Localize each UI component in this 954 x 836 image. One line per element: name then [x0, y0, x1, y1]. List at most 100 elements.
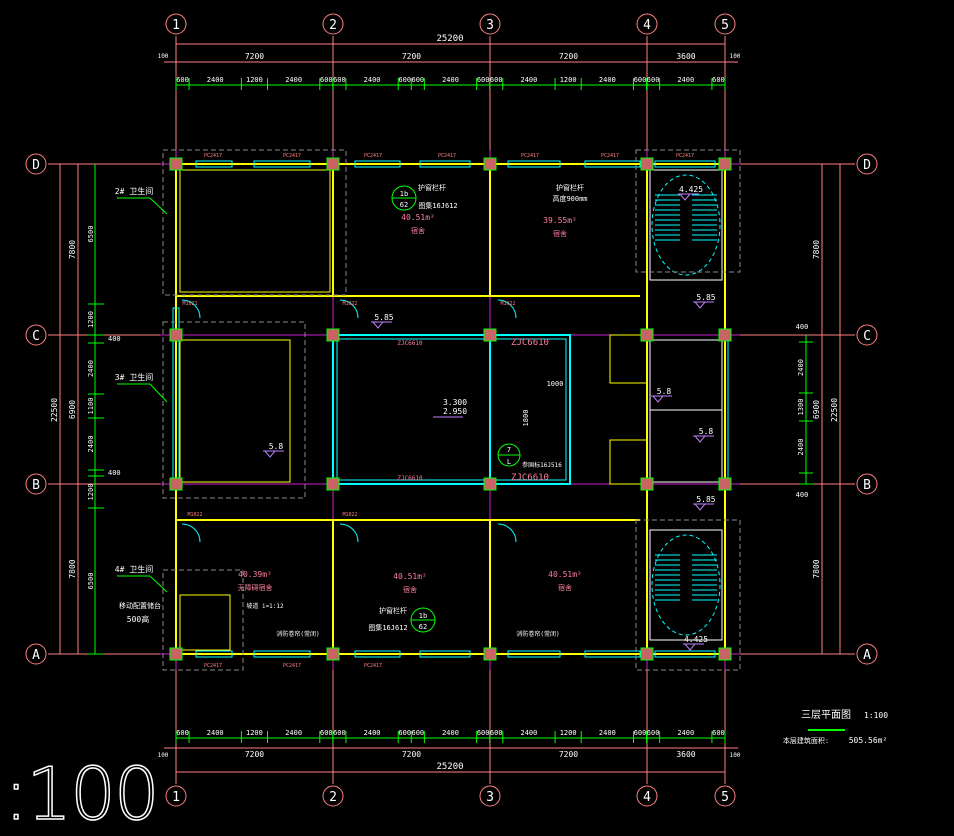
- dim-text: 3600: [676, 750, 695, 759]
- dim-text: 2400: [520, 76, 537, 84]
- elevation-mark: [263, 450, 284, 458]
- exterior-wall: [175, 163, 726, 655]
- column: [718, 328, 732, 342]
- column: [169, 647, 183, 661]
- axis-bubble: [856, 324, 878, 346]
- dim-text: 600: [477, 76, 490, 84]
- note-text: 3# 卫生间: [115, 372, 153, 382]
- column: [483, 157, 497, 171]
- room-area: 40.51m²: [393, 572, 427, 581]
- dim-text: 7800: [68, 559, 77, 578]
- index-text: 1b: [419, 612, 427, 620]
- dim-text: 7200: [245, 52, 264, 61]
- window-label: PC2417: [364, 153, 382, 159]
- column: [326, 477, 340, 491]
- elevation-text: 4.425: [679, 185, 703, 194]
- axis-bubble: [322, 785, 344, 807]
- room: [649, 339, 723, 411]
- column: [483, 647, 497, 661]
- dim-text: 25200: [436, 762, 463, 772]
- window-label: ZJC6610: [397, 475, 423, 482]
- dim-text: 22500: [830, 398, 839, 422]
- window-label: PC2417: [204, 663, 222, 669]
- dim-text: 2400: [520, 729, 537, 737]
- dim-text: 2400: [285, 729, 302, 737]
- elevation-mark: [651, 395, 672, 403]
- dim-text: 6500: [87, 573, 95, 590]
- index-text: 1b: [400, 190, 408, 198]
- room-area: 40.51m²: [548, 570, 582, 579]
- dim-text: 600: [333, 729, 346, 737]
- dim-text: 7200: [559, 52, 578, 61]
- dim-text: 100: [158, 53, 169, 60]
- elevation-mark: [678, 193, 699, 201]
- dim-text: 600: [634, 76, 647, 84]
- axis-label: 4: [643, 18, 651, 33]
- dim-text: 600: [320, 76, 333, 84]
- window: [253, 650, 311, 658]
- column: [640, 647, 654, 661]
- axis-label: B: [863, 478, 871, 493]
- column: [326, 328, 340, 342]
- window: [507, 160, 561, 168]
- area-value: 505.56m²: [849, 736, 888, 745]
- note-text: 护窗栏杆: [379, 606, 407, 615]
- axis-bubble: [856, 473, 878, 495]
- window: [654, 650, 716, 658]
- dim-text: 400: [796, 323, 809, 331]
- dim-text: 7200: [402, 750, 421, 759]
- dim-text: 600: [398, 729, 411, 737]
- window-label: ZJC6610: [511, 473, 549, 483]
- dim-text: 1200: [560, 76, 577, 84]
- dashed-frame: [162, 321, 306, 499]
- room-name: 宿舍: [403, 585, 417, 594]
- door-label: M1022: [500, 301, 515, 307]
- corner-scale-text: :100: [3, 751, 160, 836]
- dim-text: 100: [730, 752, 741, 759]
- door-swing: [497, 523, 517, 543]
- axis-bubble: [636, 785, 658, 807]
- column: [718, 647, 732, 661]
- axis-bubble: [25, 153, 47, 175]
- dim-text: 2400: [599, 76, 616, 84]
- index-text: 7: [507, 446, 511, 454]
- axis-label: 2: [329, 790, 337, 805]
- door-swing: [181, 299, 201, 319]
- window-label: PC2417: [601, 153, 619, 159]
- elevation-mark: [693, 435, 714, 443]
- dim-text: 1100: [87, 398, 95, 415]
- door-swing: [181, 523, 201, 543]
- room-area: 40.51m²: [401, 213, 435, 222]
- elevation-text: 5.85: [696, 293, 715, 302]
- axis-label: 4: [643, 790, 651, 805]
- door-label: M1022: [342, 512, 357, 518]
- elevation-text: 5.85: [696, 495, 715, 504]
- dim-text: 600: [490, 76, 503, 84]
- toilet-4-wall: [179, 594, 231, 651]
- window-label: PC2417: [283, 153, 301, 159]
- column: [326, 157, 340, 171]
- dim-text: 600: [634, 729, 647, 737]
- elevation-text: 3.300: [443, 398, 467, 407]
- dim-text: 1200: [87, 311, 95, 328]
- note-text: 4# 卫生间: [115, 564, 153, 574]
- dim-text: 2400: [677, 729, 694, 737]
- window: [507, 650, 561, 658]
- dashed-frame: [162, 149, 347, 296]
- elevation-mark: [693, 301, 714, 309]
- dashed-frame: [635, 519, 741, 671]
- axis-bubble: [856, 643, 878, 665]
- axis-bubble: [322, 13, 344, 35]
- dim-text: 600: [411, 76, 424, 84]
- dim-text: 400: [108, 469, 121, 477]
- dim-text: 2400: [797, 359, 805, 376]
- dim-text: 1200: [560, 729, 577, 737]
- axis-bubble: [636, 13, 658, 35]
- note-text: 500高: [127, 614, 149, 624]
- drawing-scale: 1:100: [864, 711, 888, 720]
- axis-bubble: [479, 785, 501, 807]
- axis-label: 1: [172, 790, 180, 805]
- axis-label: A: [32, 648, 40, 663]
- toilet-2-wall: [179, 169, 331, 293]
